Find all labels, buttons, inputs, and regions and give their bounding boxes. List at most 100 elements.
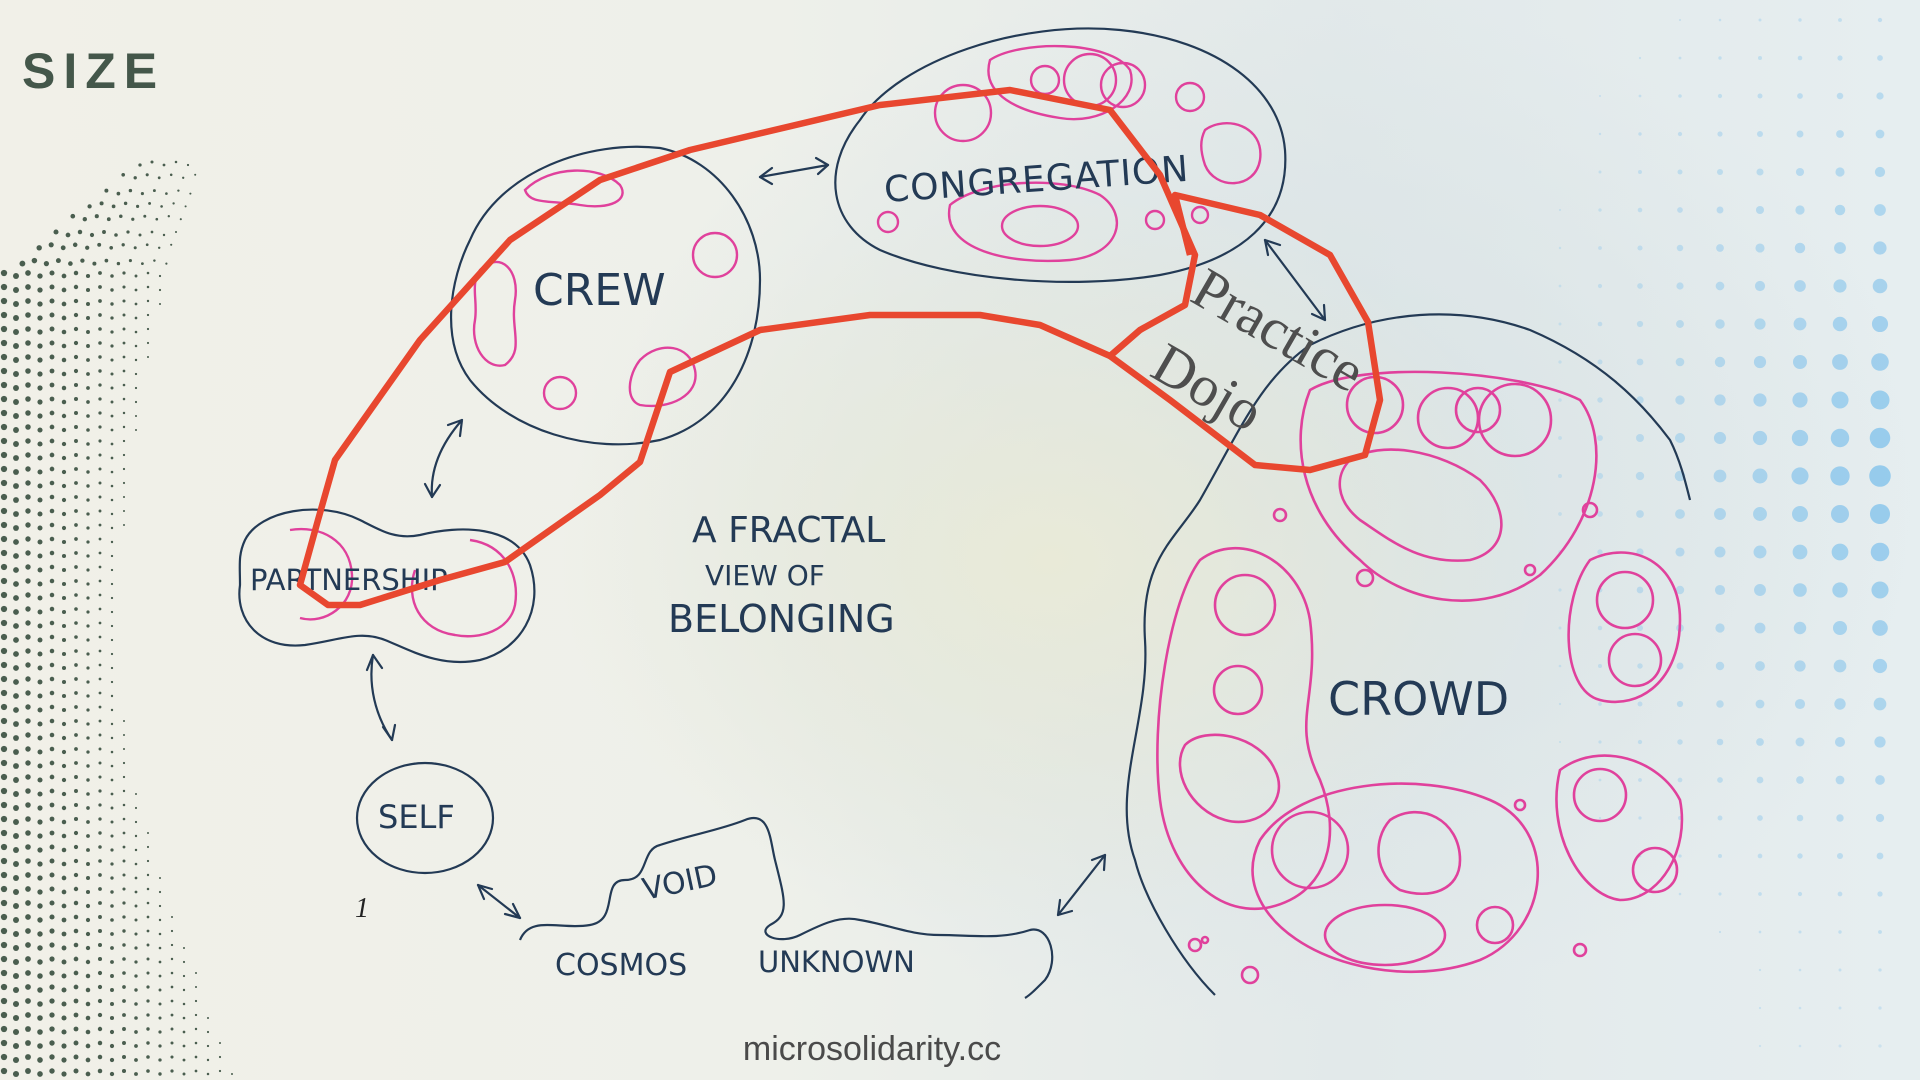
dot — [110, 638, 114, 642]
dot — [1837, 891, 1843, 897]
dot — [1838, 930, 1842, 934]
dot — [146, 341, 150, 345]
dot — [37, 735, 43, 741]
dot — [134, 988, 138, 992]
dot — [13, 665, 19, 671]
dot — [122, 453, 126, 457]
dot — [49, 914, 55, 920]
cosmos-label: COSMOS — [555, 948, 687, 983]
dot — [49, 718, 55, 724]
dot — [13, 875, 19, 881]
dot — [1717, 777, 1723, 783]
dot — [194, 999, 198, 1003]
dot — [206, 1058, 210, 1062]
dot — [122, 733, 126, 737]
dot — [98, 369, 102, 373]
dot — [25, 858, 31, 864]
dot — [85, 273, 91, 279]
dot — [74, 439, 78, 443]
dot — [134, 1030, 138, 1034]
crowd-cluster — [1156, 370, 1684, 985]
dot — [182, 176, 185, 179]
dot — [122, 971, 126, 975]
dot — [1836, 852, 1844, 860]
dot — [146, 943, 150, 947]
dot — [37, 329, 43, 335]
dot — [1796, 776, 1804, 784]
dot — [0, 1039, 8, 1047]
dot — [73, 998, 79, 1004]
dot — [1832, 354, 1848, 370]
dot — [37, 623, 43, 629]
dot — [74, 677, 78, 681]
dot — [74, 551, 78, 555]
dot — [0, 423, 8, 431]
dot — [0, 815, 8, 823]
dot — [25, 690, 31, 696]
dot — [109, 1057, 115, 1063]
dot — [86, 792, 90, 796]
dot — [98, 537, 102, 541]
dot — [1757, 815, 1763, 821]
dot — [49, 326, 55, 332]
dot — [25, 886, 31, 892]
dot — [119, 214, 123, 218]
dot — [184, 205, 187, 208]
dot — [110, 456, 114, 460]
dot — [1794, 660, 1806, 672]
dot — [1875, 813, 1885, 823]
dot — [98, 775, 102, 779]
dot — [110, 330, 114, 334]
crew-group — [449, 145, 762, 446]
dot — [25, 788, 31, 794]
dot — [110, 890, 114, 894]
dot — [82, 217, 87, 222]
dot — [73, 1054, 79, 1060]
dot — [72, 242, 78, 248]
dot — [1798, 18, 1802, 22]
dot — [141, 262, 144, 265]
dot — [49, 424, 55, 430]
dot — [0, 325, 8, 333]
dot — [1558, 284, 1562, 288]
dot — [1597, 397, 1603, 403]
slide-heading: SIZE — [22, 43, 166, 99]
dot — [1834, 204, 1846, 216]
dot — [1756, 168, 1764, 176]
dot — [1838, 1006, 1842, 1010]
dot — [25, 1068, 31, 1074]
dot — [25, 410, 31, 416]
dot — [0, 563, 8, 571]
dot — [61, 875, 67, 881]
dot — [49, 270, 55, 276]
dot — [134, 862, 138, 866]
dot — [146, 299, 150, 303]
dot — [61, 567, 67, 573]
dot — [1756, 776, 1764, 784]
dot — [134, 1058, 138, 1062]
dot — [122, 803, 126, 807]
dot — [74, 565, 78, 569]
dot — [98, 355, 102, 359]
dot — [1678, 56, 1682, 60]
dot — [158, 288, 162, 292]
dot — [1715, 319, 1725, 329]
dot — [1598, 702, 1602, 706]
dot — [49, 382, 55, 388]
dot — [1874, 204, 1886, 216]
dot — [97, 1054, 103, 1060]
dot — [194, 1013, 198, 1017]
dot — [146, 1055, 150, 1059]
dot — [128, 259, 132, 263]
dot — [70, 213, 76, 219]
dot — [170, 915, 174, 919]
dot — [86, 316, 90, 320]
dot — [61, 987, 67, 993]
dot — [86, 722, 90, 726]
dot — [134, 890, 138, 894]
dot — [77, 229, 83, 235]
dot — [109, 245, 114, 250]
dot — [85, 1043, 91, 1049]
dot — [0, 507, 8, 515]
dot — [1792, 506, 1808, 522]
